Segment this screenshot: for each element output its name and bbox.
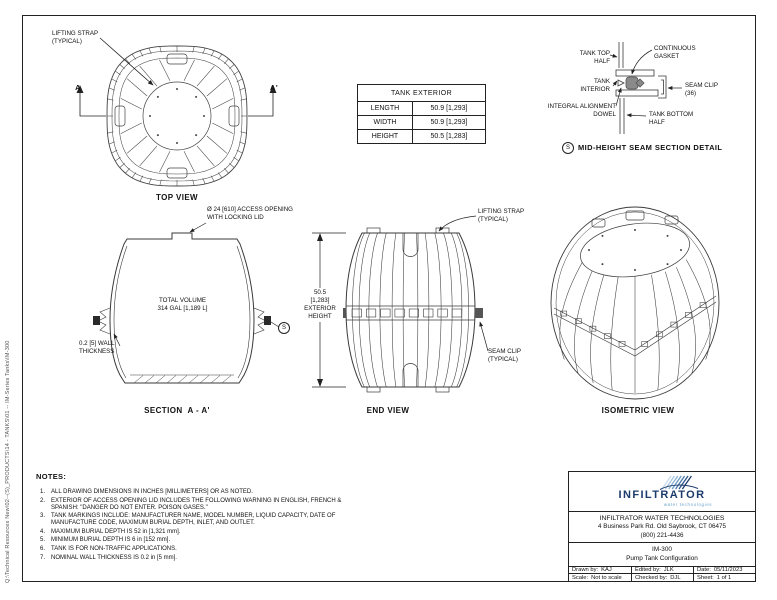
file-path-label: Q:\Technical Resources New\02--(S)_PRODU…	[5, 340, 11, 583]
tank-interior-label: TANK INTERIOR	[580, 78, 610, 93]
logo-tagline: water technologies	[663, 502, 713, 508]
sheet-cell: Sheet:1 of 1	[697, 574, 732, 581]
company-phone: (800) 221-4436	[640, 531, 684, 539]
scale-cell: Scale:Not to scale	[569, 574, 632, 581]
drawing-title: IM-300 Pump Tank Configuration	[569, 541, 755, 566]
note-item: 1.ALL DRAWING DIMENSIONS IN INCHES [MILL…	[40, 489, 253, 495]
seam-detail-drawing	[609, 42, 682, 134]
integral-alignment-dowel-label: INTEGRAL ALIGNMENT DOWEL	[547, 103, 616, 118]
end-view-caption: END VIEW	[366, 406, 410, 415]
title-block: INFILTRATOR water technologies INFILTRAT…	[568, 471, 756, 582]
company-logo: INFILTRATOR water technologies	[569, 472, 755, 511]
note-item: 6.TANK IS FOR NON-TRAFFIC APPLICATIONS.	[40, 546, 177, 553]
tank-exterior-table: TANK EXTERIOR LENGTH 50.9 [1,293] WIDTH …	[357, 84, 486, 144]
tank-bottom-half-label: TANK BOTTOM HALF	[649, 111, 694, 126]
continuous-gasket-label: CONTINUOUS GASKET	[654, 45, 696, 60]
exterior-height-dimension: 50.5 [1,283] EXTERIOR HEIGHT	[297, 288, 343, 323]
isometric-view-drawing	[550, 206, 720, 400]
access-opening-label: Ø 24 [610] ACCESS OPENING WITH LOCKING L…	[207, 206, 293, 221]
wall-thickness-label: 0.2 [5] WALL THICKNESS	[79, 340, 115, 355]
note-item: 2.EXTERIOR OF ACCESS OPENING LID INCLUDE…	[40, 497, 342, 511]
section-marker-a-prime: A'	[270, 83, 278, 92]
top-view-drawing	[76, 37, 277, 187]
table-row: WIDTH 50.9 [1,293]	[357, 115, 486, 130]
notes-heading: NOTES:	[36, 472, 67, 481]
tank-top-half-label: TANK TOP HALF	[579, 50, 610, 65]
total-volume-label: TOTAL VOLUME 314 GAL [1,189 L]	[157, 297, 208, 312]
note-item: 3.TANK MARKINGS INCLUDE: MANUFACTURER NA…	[40, 513, 336, 527]
top-view-caption: TOP VIEW	[155, 193, 199, 202]
table-row: HEIGHT 50.5 [1,283]	[357, 129, 486, 144]
notes-list: 1.ALL DRAWING DIMENSIONS IN INCHES [MILL…	[40, 489, 346, 563]
note-item: 7.NOMINAL WALL THICKNESS IS 0.2 in [5 mm…	[40, 554, 177, 561]
date-cell: Date:05/11/2023	[694, 567, 755, 574]
seam-detail-caption: MID-HEIGHT SEAM SECTION DETAIL	[578, 143, 723, 152]
note-item: 5.MINIMUM BURIAL DEPTH IS 6 in [152 mm].	[40, 537, 171, 544]
isometric-view-caption: ISOMETRIC VIEW	[601, 406, 675, 415]
lifting-strap-label-top: LIFTING STRAP (TYPICAL)	[52, 30, 99, 45]
seam-clip-36-label: SEAM CLIP (36)	[685, 82, 719, 97]
logo-wordmark: INFILTRATOR	[618, 489, 706, 502]
company-address: 4 Business Park Rd. Old Saybrook, CT 064…	[598, 523, 726, 531]
logo-fan-icon	[659, 475, 699, 491]
model-number: IM-300	[652, 545, 672, 553]
company-name: INFILTRATOR WATER TECHNOLOGIES	[599, 514, 725, 522]
drawn-by-cell: Drawn by:KAJ	[569, 567, 632, 574]
title-block-grid: Drawn by:KAJ Edited by:JLK Date:05/11/20…	[569, 566, 755, 581]
section-view-caption: SECTION A - A'	[144, 406, 210, 415]
lifting-strap-label-end: LIFTING STRAP (TYPICAL)	[478, 208, 525, 223]
seam-detail-marker: S	[562, 142, 574, 154]
drawing-description: Pump Tank Configuration	[626, 555, 698, 563]
seam-clip-typical-label: SEAM CLIP (TYPICAL)	[488, 348, 522, 363]
table-row: LENGTH 50.9 [1,293]	[357, 101, 486, 116]
note-item: 4.MAXIMUM BURIAL DEPTH IS 52 in [1,321 m…	[40, 528, 181, 535]
checked-by-cell: Checked by:DJL	[632, 574, 694, 581]
section-seam-marker: S	[278, 322, 290, 334]
company-info: INFILTRATOR WATER TECHNOLOGIES 4 Busines…	[569, 510, 755, 542]
section-marker-a: A	[75, 83, 81, 92]
section-view-drawing	[93, 222, 280, 384]
table-title: TANK EXTERIOR	[357, 84, 486, 102]
edited-by-cell: Edited by:JLK	[632, 567, 694, 574]
